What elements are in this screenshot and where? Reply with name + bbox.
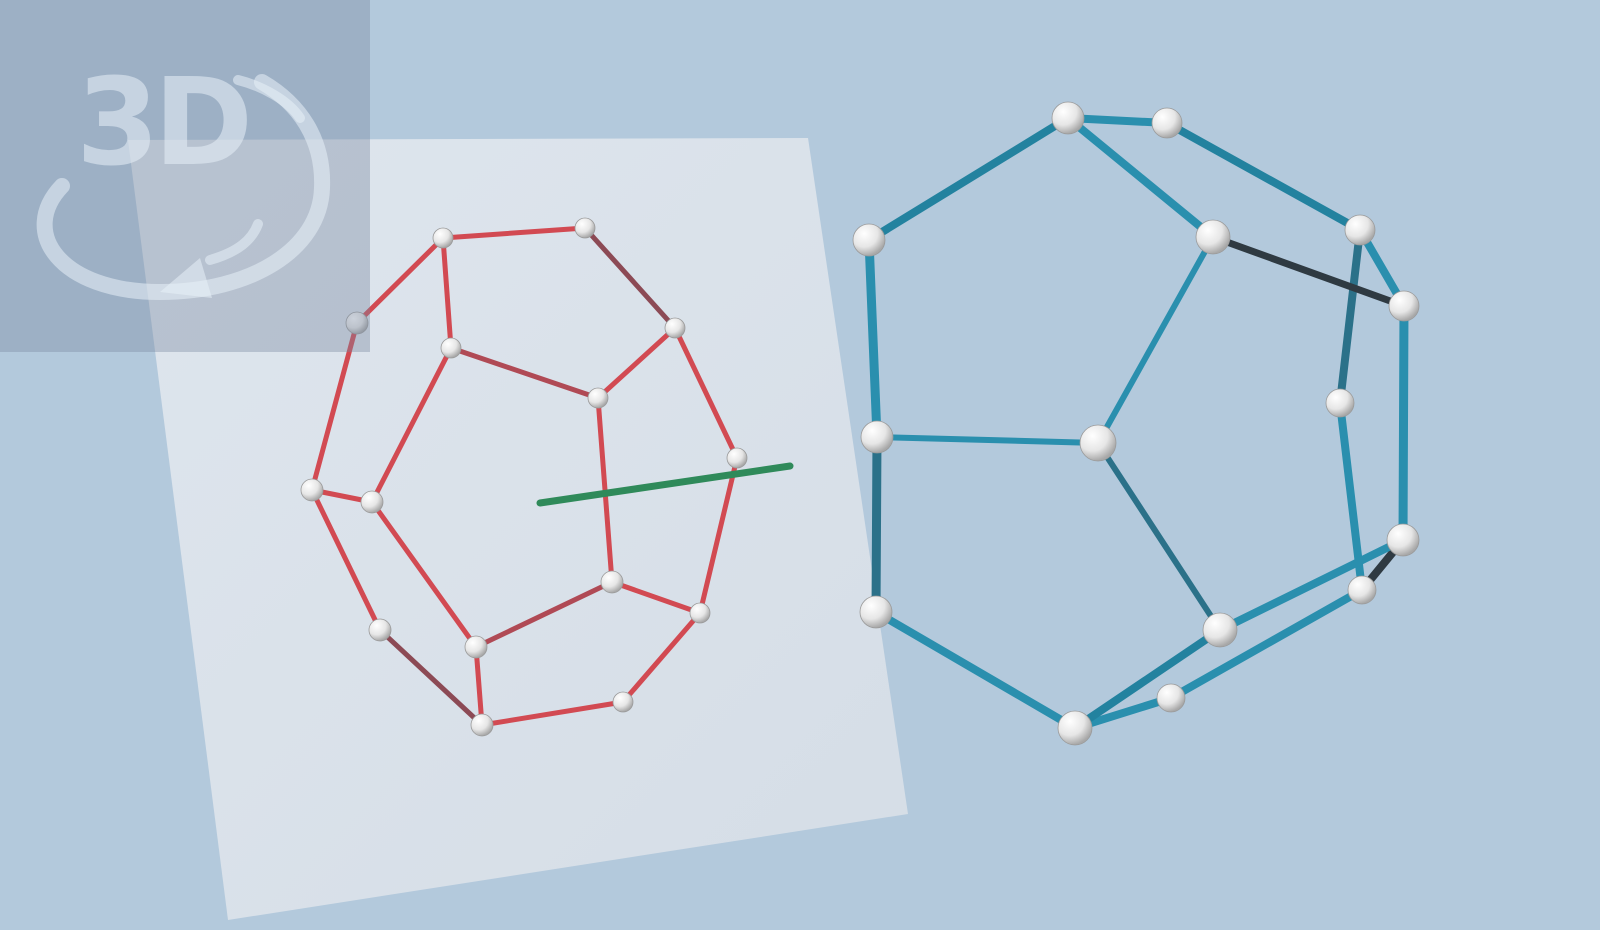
badge-label: 3D	[76, 54, 253, 193]
projection-plane	[128, 138, 908, 920]
rotate-3d-icon	[36, 74, 331, 301]
solid-dodecahedron[interactable]	[864, 114, 1409, 732]
view-3d-badge[interactable]: 3D	[0, 0, 370, 352]
rotation-axis[interactable]	[536, 462, 794, 507]
projected-dodecahedron	[309, 225, 740, 728]
projected-vertices[interactable]	[300, 217, 748, 737]
solid-vertices[interactable]	[852, 101, 1420, 746]
